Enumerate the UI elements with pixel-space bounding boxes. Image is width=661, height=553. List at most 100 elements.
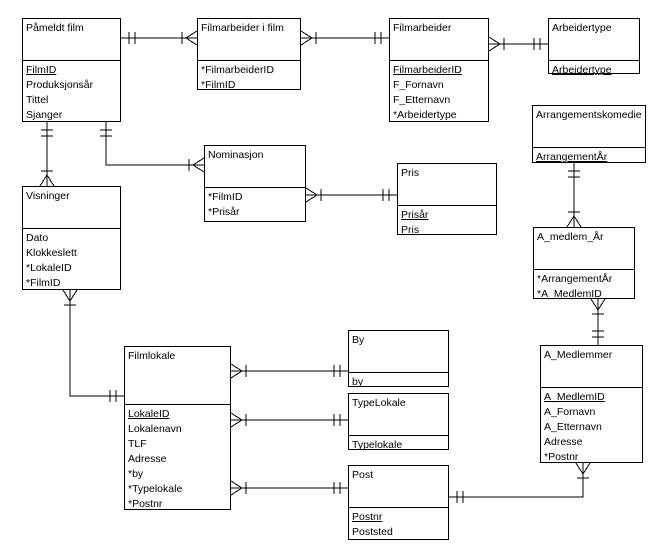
entity-by: By by (348, 330, 449, 388)
entity-title: Nominasjon (208, 149, 264, 161)
entity-title: Pris (401, 167, 420, 179)
entity-title: Filmarbeider i film (201, 22, 284, 34)
entity-header: TypeLokale (349, 394, 448, 436)
entity-header: Arrangementskomedie (533, 106, 645, 148)
attribute: Pris (401, 224, 420, 236)
attribute: *LokaleID (26, 262, 72, 274)
relationship-line (105, 122, 204, 166)
entity-attribute-list: *ArrangementÅr*A_MedlemID (537, 272, 632, 302)
attribute: *FilmID (201, 79, 236, 91)
attribute: F_Fornavn (393, 79, 444, 91)
many-marker (597, 298, 606, 311)
entity-nominasjon: Nominasjon *FilmID*Prisår (204, 145, 306, 222)
attribute: A_Fornavn (544, 406, 596, 418)
attribute: *Postnr (128, 498, 163, 510)
entity-attribute-list: Arbeidertype (552, 63, 637, 78)
many-marker (39, 174, 48, 187)
entity-title: By (352, 334, 365, 346)
entity-title: Arrangementskomedie (536, 109, 642, 121)
relationship-line (69, 290, 124, 397)
primary-key-attribute: Prisår (401, 209, 429, 221)
entity-header: Nominasjon (205, 146, 305, 188)
primary-key-attribute: Postnr (352, 511, 383, 523)
many-marker (230, 487, 243, 496)
attribute: Klokkeslett (26, 247, 77, 259)
attribute: *FilmID (208, 191, 243, 203)
entity-header: A_medlem_År (534, 228, 634, 270)
attribute: Produksjonsår (26, 79, 94, 91)
many-marker (566, 215, 575, 228)
entity-header: Arbeidertype (549, 19, 639, 61)
entity-attribute-list: *FilmarbeiderID *FilmID (201, 63, 298, 93)
many-marker (573, 215, 582, 228)
attribute: *ArrangementÅr (537, 273, 613, 285)
attribute: F_Etternavn (393, 94, 451, 106)
many-marker (488, 43, 501, 52)
primary-key-attribute: FilmarbeiderID (393, 64, 462, 76)
primary-key-attribute: Typelokale (352, 439, 403, 451)
entity-title: Filmlokale (128, 350, 176, 362)
entity-title: TypeLokale (352, 397, 406, 409)
entity-header: Påmeldt film (23, 19, 120, 61)
many-marker (300, 30, 313, 39)
primary-key-attribute: by (352, 376, 364, 388)
entity-title: A_medlem_År (537, 231, 604, 243)
many-marker (488, 36, 501, 45)
entity-header: Post (349, 466, 448, 508)
many-marker (590, 298, 599, 311)
entity-header: Filmarbeider (390, 19, 488, 61)
entity-title: A_Medlemmer (544, 349, 613, 361)
attribute: Adresse (544, 436, 583, 448)
entity-title: Visninger (26, 190, 70, 202)
many-marker (300, 37, 313, 46)
attribute: A_Etternavn (544, 421, 602, 433)
many-marker (230, 419, 243, 428)
attribute: Dato (26, 232, 49, 244)
many-marker (185, 37, 198, 46)
primary-key-attribute: FilmID (26, 64, 57, 76)
many-marker (305, 194, 318, 203)
many-marker (305, 187, 318, 196)
primary-key-attribute: ArrangementÅr (536, 151, 608, 163)
entity-header: Pris (398, 164, 496, 206)
entity-title: Post (352, 469, 374, 481)
primary-key-attribute: Arbeidertype (552, 64, 612, 76)
many-marker (230, 363, 243, 372)
attribute: *FilmarbeiderID (201, 64, 274, 76)
entity-header: A_Medlemmer (541, 346, 642, 388)
many-marker (575, 462, 584, 475)
many-marker (69, 289, 78, 302)
entity-attribute-list: *FilmID*Prisår (208, 190, 303, 220)
attribute: Lokalenavn (128, 423, 182, 435)
many-marker (192, 164, 205, 173)
many-marker (192, 157, 205, 166)
entity-header: By (349, 331, 448, 373)
attribute: *FilmID (26, 277, 61, 289)
attribute: *Postnr (544, 451, 579, 463)
many-marker (230, 412, 243, 421)
entity-attribute-list: ArrangementÅr (536, 150, 643, 165)
entity-a-medlem-ar: A_medlem_År *ArrangementÅr*A_MedlemID (533, 227, 635, 302)
entity-header: Visninger (23, 187, 120, 229)
many-marker (185, 30, 198, 39)
relationship-line (449, 463, 584, 498)
attribute: Sjanger (26, 109, 63, 121)
entity-attribute-list: Typelokale (352, 438, 446, 453)
entity-filmarbeider-i-film: Filmarbeider i film *FilmarbeiderID *FilmI… (197, 18, 301, 93)
many-marker (62, 289, 71, 302)
